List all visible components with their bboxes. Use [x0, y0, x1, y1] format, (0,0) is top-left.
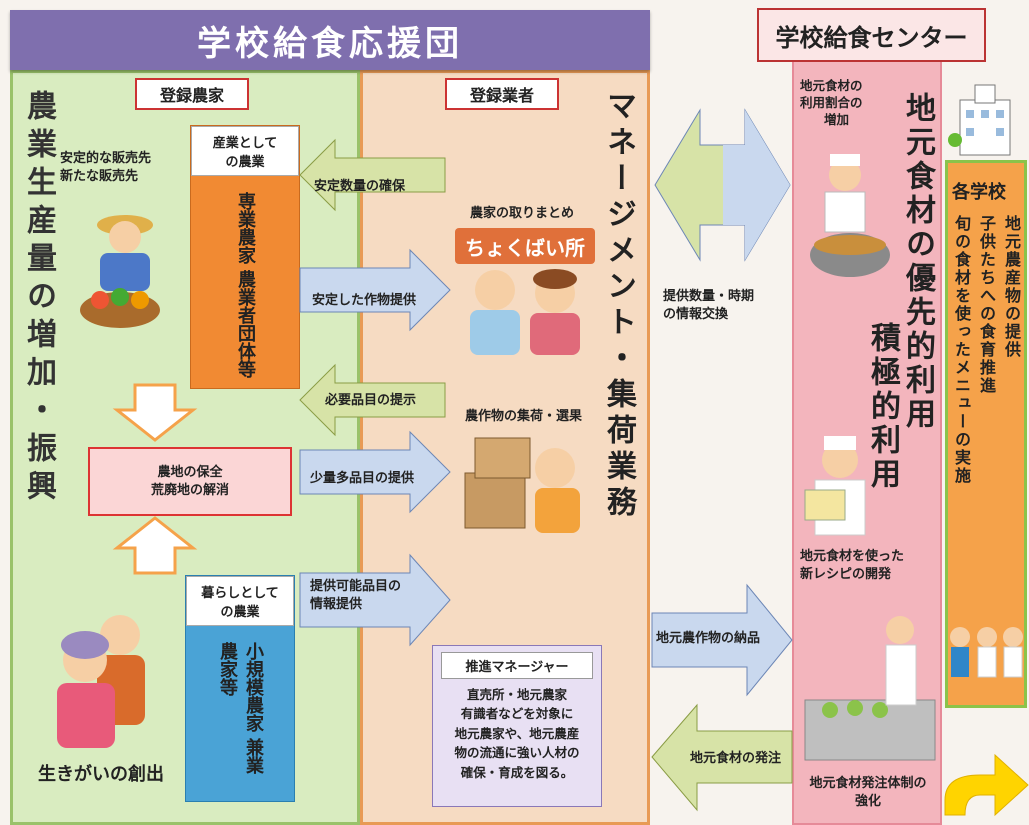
- order-arrow-left: [651, 703, 793, 812]
- kitchen-illustration: [804, 616, 936, 761]
- variety-supply-label: 少量多品目の提供: [310, 471, 415, 486]
- arrow-right-variety: [299, 430, 451, 514]
- stable-quantity-label: 安定数量の確保: [314, 179, 406, 194]
- recipe-cook-illustration: [804, 436, 866, 536]
- shop-staff-illustration: [470, 269, 580, 355]
- local-ratio-label: 地元食材の利用割合の増加: [800, 78, 863, 127]
- stable-sales-label: 安定的な販売先新たな販売先: [60, 151, 152, 184]
- order-system-label: 地元食材発注体制の強化: [809, 776, 927, 809]
- school-building-icon: [948, 84, 1011, 156]
- farmer-coordination-label: 農家の取りまとめ: [470, 206, 575, 221]
- required-items-label: 必要品目の提示: [325, 393, 417, 408]
- elderly-couple-illustration: [57, 615, 145, 748]
- farmer-illustration: [80, 215, 160, 328]
- life-box-title: 暮らしとしての農業: [186, 576, 294, 626]
- land-conservation-box: 農地の保全 荒廃地の解消: [88, 447, 292, 516]
- center-title: 学校給食センター: [757, 8, 986, 62]
- management-title: マネージメント・集荷業務: [601, 90, 636, 522]
- info-exchange-label: 提供数量・時期の情報交換: [663, 289, 755, 322]
- arrow-left-quantity: [299, 138, 446, 212]
- up-arrow-icon: [112, 516, 198, 575]
- life-box-body: 小規模農家 兼業農家等: [217, 642, 264, 775]
- arrow-left-items: [299, 363, 446, 437]
- stable-supply-label: 安定した作物提供: [312, 293, 417, 308]
- yellow-return-arrow-icon: [944, 753, 1029, 817]
- manager-title: 推進マネージャー: [441, 652, 593, 679]
- school-col-2: 子供たちへの食育推進: [977, 215, 996, 395]
- crop-collection-label: 農作物の集荷・選果: [465, 409, 583, 424]
- manager-body: 直売所・地元農家 有識者などを対象に 地元農家や、地元農産 物の流通に強い人材の…: [454, 687, 580, 780]
- lifestyle-agriculture-box: 暮らしとしての農業 小規模農家 兼業農家等: [185, 575, 295, 802]
- children-lunch-illustration: [950, 627, 1023, 678]
- supporters-banner: 学校給食応援団: [10, 10, 650, 70]
- each-school-title: 各学校: [952, 182, 1006, 203]
- arrow-right-supply: [299, 248, 451, 332]
- industry-agriculture-box: 産業としての農業 専業農家 農業者団体等: [190, 125, 300, 389]
- cook-pot-illustration: [810, 154, 890, 277]
- registered-business-tag: 登録業者: [445, 78, 559, 110]
- school-col-1: 地元農産物の提供: [1002, 215, 1021, 359]
- school-column: [945, 160, 1027, 708]
- active-use-title: 積極的利用: [865, 322, 900, 492]
- new-recipe-label: 地元食材を使った新レシピの開発: [800, 549, 905, 582]
- bidirectional-info-arrow: [654, 108, 791, 262]
- registered-farmers-tag: 登録農家: [135, 78, 249, 110]
- arrow-right-info: [299, 553, 451, 647]
- life-purpose-label: 生きがいの創出: [38, 764, 164, 785]
- industry-box-body: 専業農家 農業者団体等: [235, 192, 256, 379]
- promotion-manager-box: 推進マネージャー 直売所・地元農家 有識者などを対象に 地元農家や、地元農産 物…: [432, 645, 602, 807]
- direct-sales-sign: ちょくばい所: [455, 228, 595, 264]
- produce-delivery-label: 地元農作物の納品: [656, 631, 761, 646]
- down-arrow-icon: [112, 383, 198, 442]
- ingredient-order-label: 地元食材の発注: [690, 751, 782, 766]
- industry-box-title: 産業としての農業: [191, 126, 299, 176]
- farm-production-title: 農業生産量の増加・振興: [21, 90, 56, 508]
- school-col-3: 旬の食材を使ったメニューの実施: [952, 215, 971, 485]
- center-column: [792, 60, 942, 825]
- produce-boxes-illustration: [464, 437, 580, 533]
- info-supply-label: 提供可能品目の情報提供: [310, 579, 402, 612]
- priority-use-title: 地元食材の優先的利用: [900, 92, 935, 432]
- delivery-arrow-right: [651, 583, 793, 697]
